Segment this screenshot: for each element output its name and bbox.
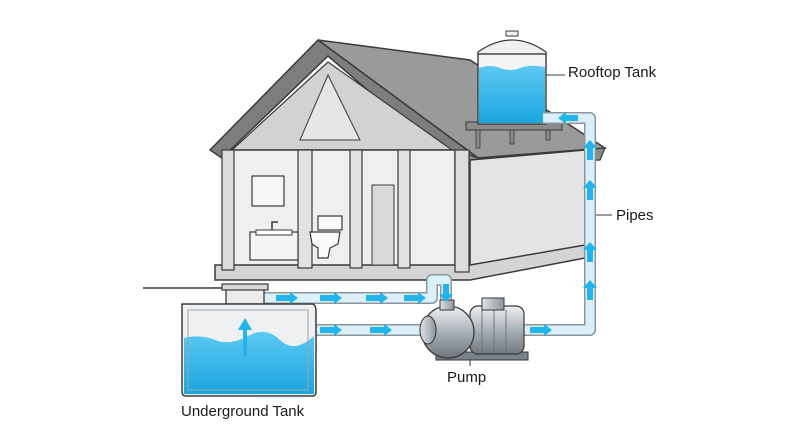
arrow-right-icon [404,292,426,304]
underground-tank [181,283,317,397]
pump-terminal-box [481,297,505,311]
interior-wall-right [397,149,411,269]
arrow-right-icon [530,324,552,336]
rooftop-tank [477,30,565,125]
pump-outlet [439,299,455,311]
arrow-up-icon [583,140,597,160]
gable-attic-inner [299,73,361,141]
platform-leg-mid [509,129,515,145]
outer-wall-left [221,149,235,271]
interior-wall-middle [349,149,363,269]
arrow-right-icon [276,292,298,304]
underground-tank-inner [187,309,309,391]
doorway [371,184,395,266]
house [208,39,608,281]
arrow-up-icon [583,242,597,262]
pump [419,297,529,366]
rooftop-tank-water [479,65,545,123]
arrow-right-icon [366,292,388,304]
arrow-up-icon [583,280,597,300]
flow-arrows [238,112,597,356]
arrow-up-icon [583,180,597,200]
pump-motor [469,305,525,355]
underground-tank-label: Underground Tank [181,403,305,420]
pipes-label: Pipes [616,207,654,224]
arrow-right-icon [320,324,342,336]
interior-wall-left [297,149,313,269]
platform-leg-right [545,129,551,141]
arrow-up-icon [238,318,252,356]
tank-access-lid [221,283,269,291]
toilet-tank [317,215,343,231]
platform-leg-left [475,129,481,149]
faucet-icon [271,221,278,230]
mirror [251,175,285,207]
sink-vanity [249,231,299,261]
pump-label: Pump [447,369,487,386]
arrow-left-icon [558,112,578,124]
outer-wall-right [454,149,470,273]
pump-inlet [419,315,437,345]
rooftop-tank-label: Rooftop Tank [568,64,657,81]
sink-basin [255,229,293,236]
arrow-right-icon [320,292,342,304]
rooftop-tank-cap [505,30,519,37]
arrow-down-icon [439,284,453,302]
underground-tank-water [184,331,314,394]
toilet-bowl [309,231,341,259]
arrow-right-icon [370,324,392,336]
